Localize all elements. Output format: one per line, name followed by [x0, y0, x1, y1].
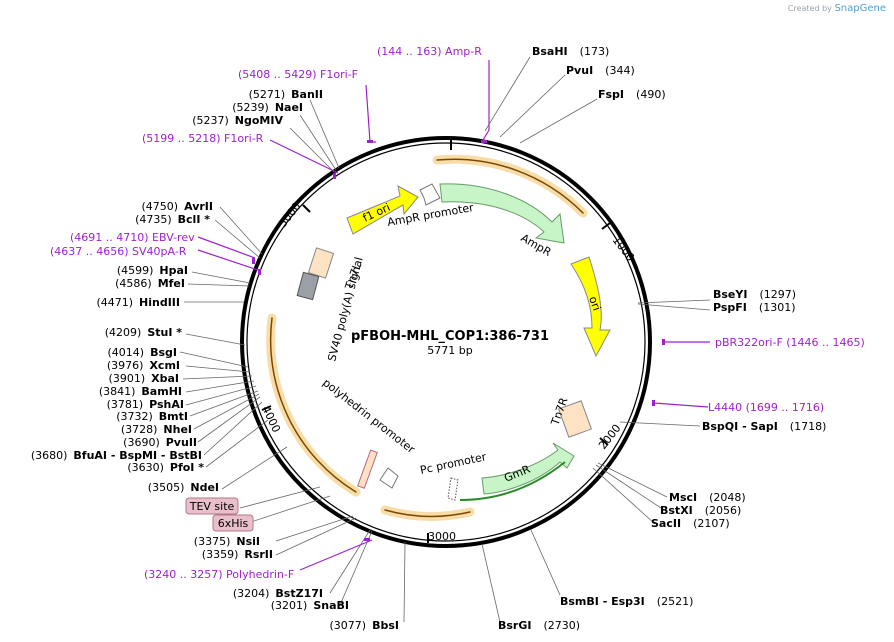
enzyme-nsii[interactable]: (3375)NsiI — [194, 535, 260, 548]
polyhedrin-promoter-label: polyhedrin promoter — [320, 376, 417, 456]
enzyme-rsrii[interactable]: (3359)RsrII — [202, 548, 273, 561]
6xhis-label: 6xHis — [218, 517, 249, 530]
ampr-arrow[interactable] — [439, 183, 565, 244]
enzyme-pvui[interactable]: PvuI(344) — [566, 64, 635, 77]
enzyme-bstz17i[interactable]: (3204)BstZ17I — [233, 587, 323, 600]
pc-promoter-arrow[interactable] — [447, 477, 459, 501]
enzymes-left: (5271)BanII (5239)NaeI (5237)NgoMIV (475… — [31, 88, 399, 632]
enzyme-naei[interactable]: (5239)NaeI — [232, 101, 303, 114]
gmr-arrow[interactable] — [481, 442, 575, 495]
enzyme-pshai[interactable]: (3781)PshAI — [107, 398, 184, 411]
enzyme-bfuai-bspmi-bstbi[interactable]: (3680)BfuAI - BspMI - BstBI — [31, 449, 202, 462]
enzyme-banii[interactable]: (5271)BanII — [249, 88, 323, 101]
enzyme-mfei[interactable]: (4586)MfeI — [115, 277, 185, 290]
backbone-inner — [246, 142, 646, 542]
polyhedrin-promoter-arrow[interactable] — [379, 467, 399, 489]
enzyme-bmti[interactable]: (3732)BmtI — [116, 410, 188, 423]
enzyme-bcli[interactable]: (4735)BclI * — [135, 213, 210, 226]
primer-ebv-rev: (4691 .. 4710) EBV-rev — [70, 231, 195, 244]
orf-arcs — [266, 154, 588, 521]
enzyme-bsahi[interactable]: BsaHI(173) — [532, 45, 609, 58]
enzyme-bseyi[interactable]: BseYI(1297) — [713, 288, 796, 301]
enzyme-bsmbi-esp3i[interactable]: BsmBI - Esp3I(2521) — [560, 595, 693, 608]
primer-f1ori-r: (5199 .. 5218) F1ori-R — [142, 132, 264, 145]
enzyme-bsgi[interactable]: (4014)BsgI — [108, 346, 177, 359]
enzyme-bspqi-sapi[interactable]: BspQI - SapI(1718) — [702, 420, 826, 433]
gmr-orf-line — [459, 461, 566, 501]
tick-3000: 3000 — [428, 530, 456, 543]
enzyme-fspi[interactable]: FspI(490) — [598, 88, 666, 101]
plasmid-name: pFBOH-MHL_COP1:386-731 — [351, 329, 549, 344]
enzyme-xcmi[interactable]: (3976)XcmI — [107, 359, 180, 372]
enzyme-hindiii[interactable]: (4471)HindIII — [96, 296, 180, 309]
enzyme-ngomiv[interactable]: (5237)NgoMIV — [192, 114, 283, 127]
primer-lines — [197, 60, 710, 571]
tev-site-tag[interactable]: TEV site — [185, 497, 239, 515]
enzyme-sacii[interactable]: SacII(2107) — [651, 517, 730, 530]
tev-site-label: TEV site — [189, 500, 235, 513]
enzymes-right: BsaHI(173) PvuI(344) FspI(490) BseYI(129… — [498, 45, 826, 632]
sv40-polya-box[interactable] — [296, 271, 320, 301]
polyhedrin-region-box[interactable] — [357, 449, 378, 489]
snapgene-watermark: Created by SnapGene — [787, 3, 886, 14]
feature-shapes — [296, 183, 611, 501]
enzyme-xbai[interactable]: (3901)XbaI — [109, 372, 179, 385]
enzyme-stui[interactable]: (4209)StuI * — [105, 326, 183, 339]
enzyme-pfoi[interactable]: (3630)PfoI * — [127, 461, 204, 474]
enzyme-snabi[interactable]: (3201)SnaBI — [271, 599, 349, 612]
f1-ori-arrow[interactable] — [346, 185, 419, 235]
tn7r-box[interactable] — [557, 400, 593, 438]
snapgene-logo: SnapGene — [834, 3, 886, 14]
enzyme-ndei[interactable]: (3505)NdeI — [148, 481, 219, 494]
enzyme-pspfi[interactable]: PspFI(1301) — [713, 301, 795, 314]
plasmid-size: 5771 bp — [427, 344, 472, 357]
tick-5000: 5000 — [276, 200, 303, 230]
primer-ticks — [252, 140, 665, 541]
enzyme-pvuii[interactable]: (3690)PvuII — [123, 436, 197, 449]
primer-pbr322ori-f: pBR322ori-F (1446 .. 1465) — [715, 336, 865, 349]
primer-f1ori-f: (5408 .. 5429) F1ori-F — [238, 68, 358, 81]
enzyme-msci[interactable]: MscI(2048) — [669, 491, 746, 504]
ori-arrow[interactable] — [570, 256, 611, 358]
enzyme-nhei[interactable]: (3728)NheI — [121, 423, 192, 436]
enzyme-bbsi[interactable]: (3077)BbsI — [330, 619, 399, 632]
primer-l4440: L4440 (1699 .. 1716) — [708, 401, 824, 414]
primer-sv40pa-r: (4637 .. 4656) SV40pA-R — [50, 245, 187, 258]
enzyme-avrii[interactable]: (4750)AvrII — [142, 200, 213, 213]
primer-amp-r: (144 .. 163) Amp-R — [377, 45, 482, 58]
pc-promoter-label: Pc promoter — [419, 450, 488, 477]
enzyme-bamhi[interactable]: (3841)BamHI — [99, 385, 182, 398]
enzyme-bsrgi[interactable]: BsrGI(2730) — [498, 619, 580, 632]
ruler-ticks — [261, 140, 611, 543]
enzyme-bstxi[interactable]: BstXI(2056) — [660, 504, 741, 517]
ampr-promoter-arrow[interactable] — [419, 183, 441, 206]
tn7l-box[interactable] — [307, 247, 335, 279]
enzyme-hpai[interactable]: (4599)HpaI — [117, 264, 188, 277]
leader-lines — [179, 56, 711, 623]
primer-polyhedrin-f: (3240 .. 3257) Polyhedrin-F — [144, 568, 294, 581]
ori-label: ori — [586, 295, 603, 313]
backbone-outer — [240, 136, 652, 548]
6xhis-tag[interactable]: 6xHis — [212, 514, 254, 532]
